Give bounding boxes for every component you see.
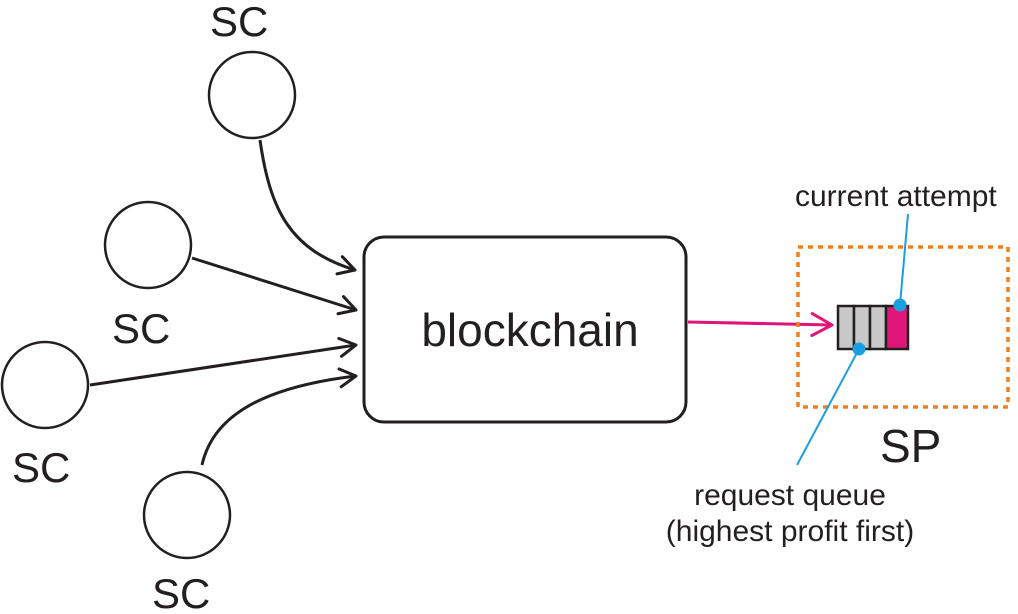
sc-circle [0, 340, 90, 430]
sp-node: SP [796, 245, 1010, 472]
sp-label: SP [880, 420, 941, 472]
sc-node-3: SC [0, 340, 90, 491]
request-queue-label: request queue [694, 479, 886, 512]
pointer-line [899, 213, 909, 306]
pointer-dot [852, 342, 866, 356]
sc-circle [207, 50, 297, 140]
blockchain-box [362, 235, 688, 424]
request-queue [836, 304, 910, 351]
arrow-sc1-to-blockchain [258, 139, 357, 276]
request-queue-sublabel: (highest profit first) [666, 515, 914, 548]
arrow-sc3-to-blockchain [89, 336, 358, 387]
sc-label: SC [112, 305, 170, 352]
sc-label: SC [12, 444, 70, 491]
pointer-line [796, 348, 860, 466]
sc-label: SC [210, 0, 268, 45]
arrow-blockchain-to-queue [687, 312, 834, 338]
sc-circle [103, 200, 193, 290]
sc-circle [142, 470, 232, 560]
queue-slot [852, 304, 872, 351]
arrow-sc4-to-blockchain [200, 367, 358, 466]
current-attempt-label: current attempt [795, 180, 997, 213]
sc-node-4: SC [142, 470, 232, 614]
queue-slot [836, 304, 856, 351]
sp-border [796, 245, 1010, 409]
blockchain-label: blockchain [421, 304, 638, 356]
current-attempt-pointer [893, 213, 909, 312]
pointer-dot [893, 298, 907, 312]
arrow-sc2-to-blockchain [191, 256, 358, 316]
queue-slot [868, 304, 888, 351]
blockchain-node: blockchain [362, 235, 688, 424]
queue-slot-current [884, 304, 910, 351]
sc-node-2: SC [103, 200, 193, 352]
sc-label: SC [152, 570, 210, 614]
request-queue-pointer [796, 342, 866, 466]
sc-node-1: SC [207, 0, 297, 140]
